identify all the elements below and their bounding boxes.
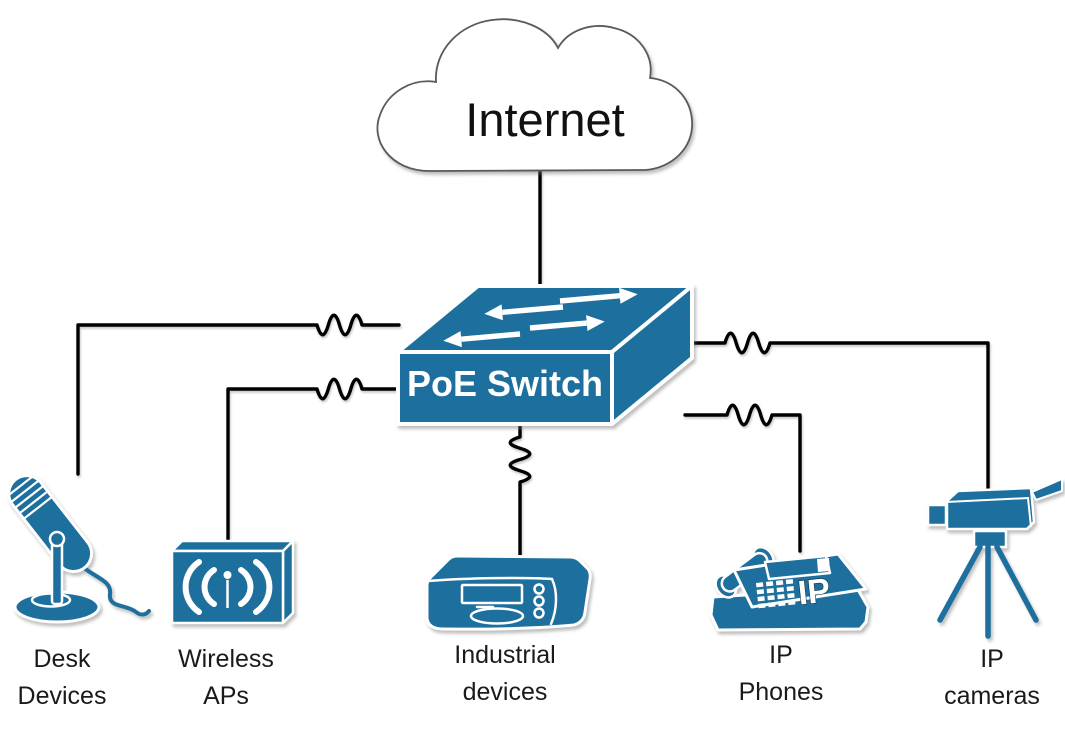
wireless-aps-label-line2: APs xyxy=(203,682,249,710)
industrial-devices-label-line1: Industrial xyxy=(454,641,556,669)
internet-label: Internet xyxy=(465,93,625,146)
industrial-front-edge xyxy=(426,576,554,583)
cable-switch-to-ip-cameras xyxy=(688,331,990,494)
arrow-left-icon xyxy=(443,331,521,348)
ip-phones-label-line1: IP xyxy=(769,641,793,669)
antenna-dot xyxy=(223,571,232,579)
cables xyxy=(76,170,990,559)
arrow-left-icon xyxy=(484,304,564,321)
phone-ip-badge: IP xyxy=(796,571,832,612)
cable-switch-to-industrial xyxy=(508,424,532,559)
poe-switch xyxy=(396,284,694,426)
wifi-antenna-icon xyxy=(182,559,273,615)
ip-phone-icon: IP xyxy=(709,545,870,632)
ap-right-face xyxy=(281,539,295,625)
industrial-body xyxy=(425,554,592,631)
camera-tripod xyxy=(937,544,1039,639)
cloud-shape xyxy=(376,18,693,172)
industrial-devices-label: Industrial devices xyxy=(454,637,555,711)
wireless-ap-icon xyxy=(170,539,295,625)
desk-devices-label: Desk Devices xyxy=(18,641,107,715)
phone-display xyxy=(763,554,832,581)
wireless-aps-label-line1: Wireless xyxy=(178,645,274,673)
camera-body-edge xyxy=(945,497,1030,503)
industrial-device-icon xyxy=(425,554,592,631)
switch-arrows xyxy=(443,287,638,348)
cable-switch-to-desk-devices xyxy=(76,313,401,476)
camera-viewfinder xyxy=(1031,478,1063,501)
desk-devices-label-line1: Desk xyxy=(33,645,91,673)
cable-switch-to-wireless-aps xyxy=(226,377,398,548)
industrial-dial xyxy=(469,607,525,625)
ip-phones-label-line2: Phones xyxy=(738,678,824,706)
industrial-devices-label-line2: devices xyxy=(462,678,548,706)
phone-keypad xyxy=(755,579,796,609)
wireless-aps-label: Wireless APs xyxy=(178,641,274,715)
arrow-right-icon xyxy=(529,315,605,332)
mic-stand-ring xyxy=(48,530,66,548)
poe-switch-label: PoE Switch xyxy=(406,363,604,404)
ip-cameras-label: IP cameras xyxy=(944,641,1040,715)
internet-cloud xyxy=(376,18,693,172)
mic-body xyxy=(6,474,94,574)
cable-switch-to-ip-phones xyxy=(683,403,802,553)
industrial-led xyxy=(533,607,545,619)
ip-cameras-label-line2: cameras xyxy=(944,682,1040,710)
industrial-display xyxy=(460,583,524,605)
camera-body-edge xyxy=(1027,497,1032,528)
ap-top-face xyxy=(170,539,295,553)
phone-display-tab xyxy=(817,558,830,572)
camera-body xyxy=(945,486,1036,531)
ip-camera-icon xyxy=(926,478,1063,639)
industrial-side-edge xyxy=(549,577,558,626)
arrow-right-icon xyxy=(559,287,638,304)
ip-phones-label: IP Phones xyxy=(739,637,824,711)
ip-cameras-label-line1: IP xyxy=(980,645,1004,673)
mic-cord xyxy=(72,556,151,617)
industrial-led xyxy=(533,583,545,595)
microphone-icon xyxy=(6,474,151,624)
switch-front-face xyxy=(396,350,614,426)
desk-devices-label-line2: Devices xyxy=(17,682,107,710)
industrial-led xyxy=(533,595,545,607)
camera-lens xyxy=(926,503,948,527)
